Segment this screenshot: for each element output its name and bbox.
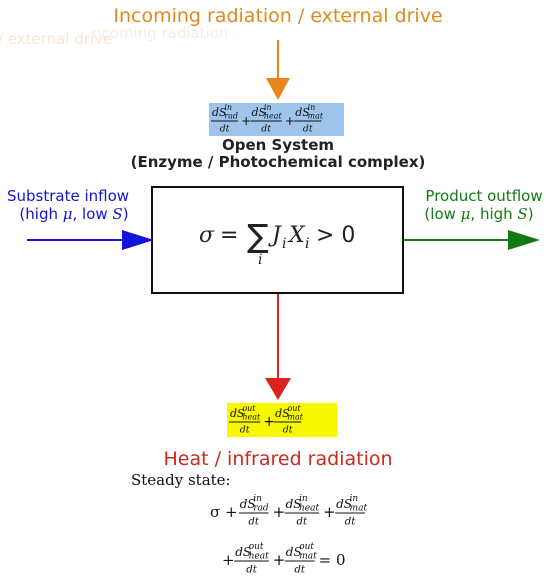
substrate-inflow-arrow-head (122, 230, 154, 250)
force-subscript: i (305, 236, 309, 252)
plus-sign: + (285, 114, 295, 128)
open-system-subtitle: (Enzyme / Photochemical complex) (131, 153, 426, 171)
fraction-subscript: mat (350, 504, 368, 514)
fraction-denominator: dt (261, 124, 271, 135)
force-symbol: X (287, 223, 306, 248)
open-system-box (151, 186, 404, 294)
fraction-denominator: dt (303, 124, 313, 135)
sum-index: i (258, 252, 262, 268)
plus-sign: + (263, 414, 275, 430)
fraction-subscript: heat (242, 413, 261, 422)
product-outflow-label: Product outflow (425, 187, 542, 205)
fraction-denominator: dt (283, 425, 293, 436)
fraction-superscript: in (308, 103, 316, 112)
plus-sign: + (323, 503, 336, 521)
fraction-numerator: dS (286, 497, 302, 511)
flux-symbol: J (268, 223, 282, 248)
steady-state-label: Steady state: (131, 471, 231, 489)
fraction-superscript: out (242, 404, 256, 413)
fraction-denominator: dt (246, 565, 258, 576)
fraction-numerator: dS (336, 497, 352, 511)
fraction-subscript: rad (224, 112, 238, 121)
open-system-title: Open System (222, 136, 334, 154)
fraction-superscript: in (350, 494, 359, 504)
fraction-numerator: dS (212, 106, 227, 119)
fraction-numerator: dS (230, 407, 245, 420)
fraction-numerator: dS (295, 106, 310, 119)
fraction-numerator: dS (235, 545, 251, 559)
fraction-denominator: dt (345, 517, 357, 528)
fraction-subscript: mat (287, 413, 303, 422)
fraction-numerator: dS (286, 545, 302, 559)
product-outflow-arrow-head (508, 230, 540, 250)
plus-sign: + (273, 503, 286, 521)
product-outflow-condition: (low μ, high S) (424, 205, 533, 223)
incoming-radiation-label: Incoming radiation / external drive (113, 5, 442, 27)
substrate-inflow-condition: (high μ, low S) (19, 205, 128, 223)
equation-prefix: σ + (210, 503, 238, 521)
inflow-terms-highlight (209, 103, 344, 136)
summation-sign: ∑ (247, 217, 269, 255)
fraction-superscript: in (299, 494, 308, 504)
equals-sign: = (220, 223, 238, 248)
incoming-arrow-head (266, 78, 290, 100)
fraction-numerator: dS (275, 407, 290, 420)
fraction-subscript: mat (308, 112, 324, 121)
fraction-superscript: out (249, 542, 264, 552)
equation-suffix: = 0 (319, 551, 346, 569)
fraction-subscript: mat (299, 552, 317, 562)
entropy-production-equation: σ = ∑ i J i X i > 0 (199, 217, 355, 268)
flux-subscript: i (282, 236, 286, 252)
fraction-denominator: dt (248, 517, 260, 528)
fraction-denominator: dt (297, 517, 309, 528)
fraction-denominator: dt (294, 565, 306, 576)
fraction-subscript: heat (264, 112, 283, 121)
sigma-symbol: σ (199, 223, 215, 248)
fraction-superscript: out (287, 404, 301, 413)
fraction-subscript: heat (249, 552, 269, 562)
heat-arrow-head (265, 378, 291, 400)
fraction-denominator: dt (240, 425, 250, 436)
substrate-inflow-label: Substrate inflow (7, 187, 129, 205)
fraction-numerator: dS (240, 497, 256, 511)
fraction-superscript: in (253, 494, 262, 504)
fraction-numerator: dS (252, 106, 267, 119)
fraction-subscript: heat (299, 504, 319, 514)
greater-than-zero: > 0 (316, 223, 355, 248)
ghost-text: / external drive (0, 30, 112, 48)
equation-prefix: + (222, 551, 235, 569)
plus-sign: + (241, 114, 251, 128)
plus-sign: + (273, 551, 286, 569)
heat-radiation-label: Heat / infrared radiation (163, 448, 392, 470)
fraction-superscript: in (264, 103, 272, 112)
fraction-denominator: dt (220, 124, 230, 135)
fraction-superscript: out (299, 542, 314, 552)
outflow-terms-highlight (227, 403, 337, 437)
fraction-subscript: rad (253, 504, 269, 514)
fraction-superscript: in (224, 103, 232, 112)
ghost-text-2: ncoming radiation (92, 24, 228, 42)
